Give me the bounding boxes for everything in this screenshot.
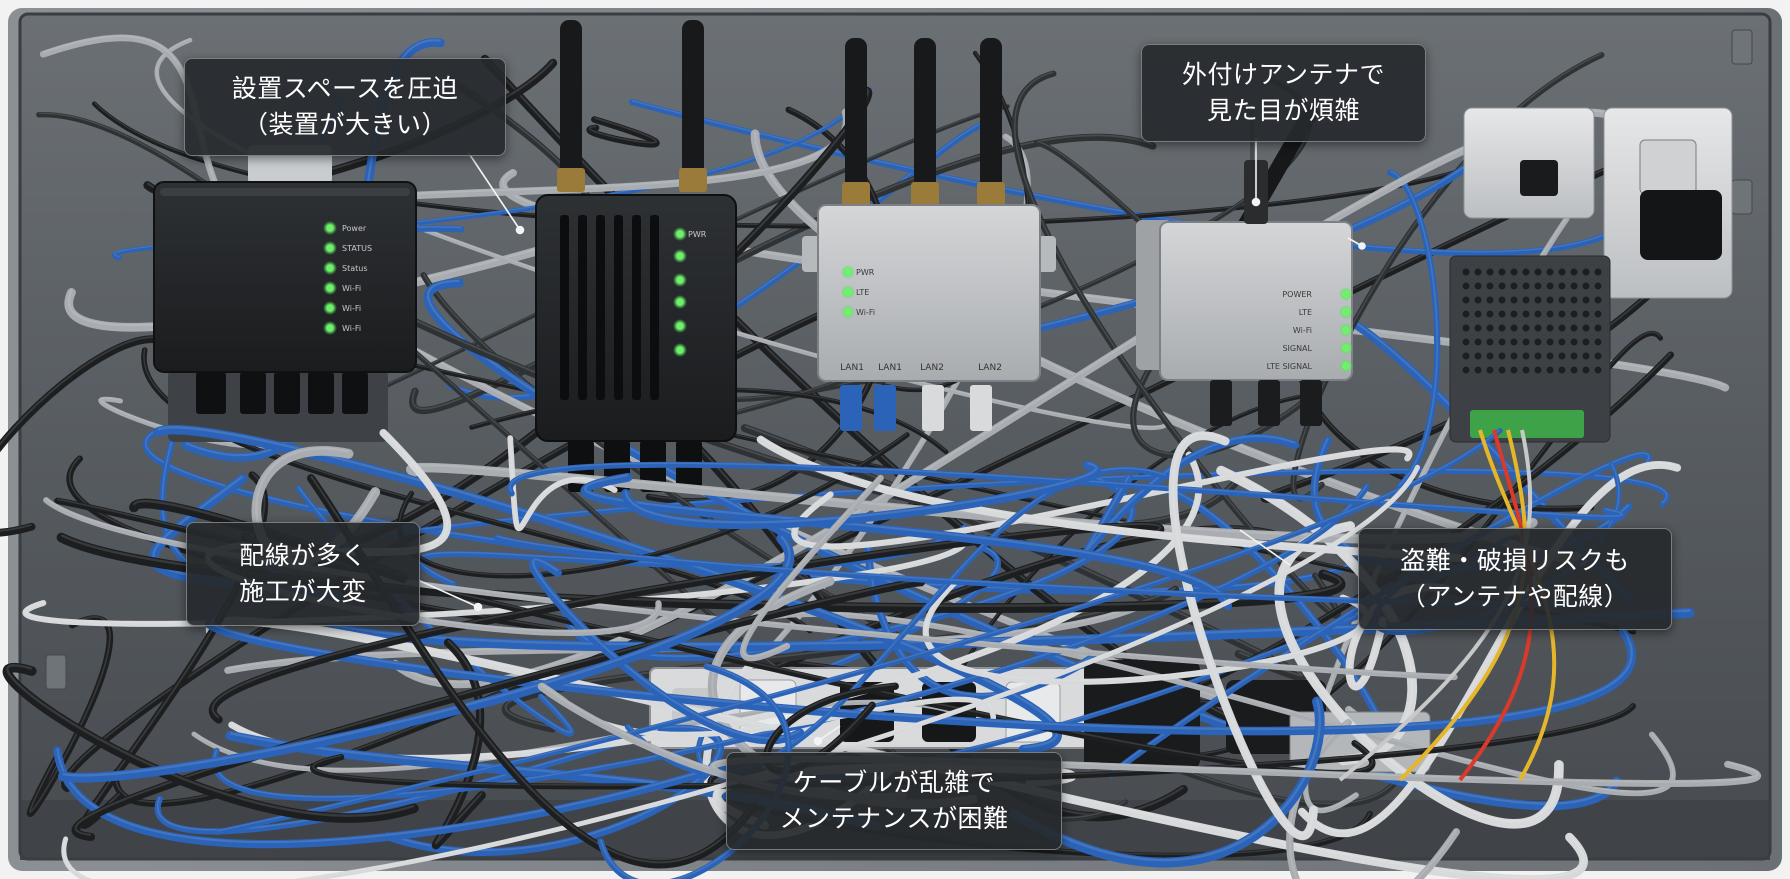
callout-line: 設置スペースを圧迫 (231, 74, 459, 103)
callout-leaders (417, 138, 1366, 746)
callout-external-antenna: 外付けアンテナで 見た目が煩雑 (1141, 44, 1426, 142)
cable (586, 116, 660, 148)
led-label: Power (342, 224, 367, 233)
led-label: PWR (856, 268, 875, 277)
cable (528, 557, 805, 745)
cable (1274, 521, 1564, 829)
led-label: LTE SIGNAL (1267, 362, 1313, 371)
callout-line: 外付けアンテナで (1181, 60, 1385, 89)
cable (43, 497, 1458, 681)
cable (211, 483, 1370, 802)
cable (61, 464, 1420, 879)
wall-outlets (1449, 107, 1733, 443)
cable (22, 530, 969, 627)
cable (732, 611, 1676, 797)
led-label: POWER (1282, 290, 1312, 299)
led-label: PWR (688, 230, 707, 239)
cable (72, 578, 926, 842)
cable (214, 428, 1503, 835)
led-label: Status (342, 264, 368, 273)
led-label: SIGNAL (1282, 344, 1312, 353)
callout-line: 施工が大変 (239, 577, 367, 606)
gray-lte-router: PWR LTE Wi-Fi LAN1 LAN1 LAN2 LAN2 (802, 38, 1056, 431)
cable (507, 435, 618, 532)
port-label: LAN1 (878, 363, 902, 373)
cable (209, 522, 1164, 724)
cable (91, 101, 1461, 229)
callout-theft-risk: 盗難・破損リスクも （アンテナや配線） (1358, 528, 1672, 630)
cable (1168, 431, 1318, 840)
cable (57, 533, 795, 783)
cable (1082, 434, 1300, 557)
cable (1387, 169, 1441, 490)
cable (1009, 696, 1325, 868)
callout-wiring-hard: 配線が多く 施工が大変 (186, 522, 420, 626)
center-router: PWR (535, 20, 737, 492)
callout-line: （アンテナや配線） (1400, 582, 1630, 611)
cable (791, 446, 1413, 550)
led-label: Wi-Fi (1293, 326, 1312, 335)
cable (191, 699, 954, 773)
led-label: Wi-Fi (342, 324, 361, 333)
cable (621, 461, 1101, 530)
callout-line: 盗難・破損リスクも (1400, 546, 1630, 575)
cable (0, 335, 183, 537)
port-label: LAN1 (840, 363, 864, 373)
callout-space-pressure: 設置スペースを圧迫 （装置が大きい） (184, 58, 506, 156)
cable (1216, 465, 1418, 766)
cable (423, 278, 1622, 811)
led-label: Wi-Fi (342, 284, 361, 293)
led-label: STATUS (342, 244, 372, 253)
led-label: Wi-Fi (856, 308, 875, 317)
callout-line: メンテナンスが困難 (779, 804, 1009, 833)
port-label: LAN2 (920, 363, 944, 373)
cable (507, 461, 1626, 521)
callout-line: 配線が多く (239, 541, 367, 570)
callout-line: ケーブルが乱雑で (792, 768, 996, 797)
led-label: Wi-Fi (342, 304, 361, 313)
led-label: LTE (856, 288, 869, 297)
cable (2, 662, 419, 823)
cable (204, 619, 1636, 736)
cable (112, 87, 873, 261)
callout-cable-mess: ケーブルが乱雑で メンテナンスが困難 (726, 752, 1062, 850)
callout-line: 見た目が煩雑 (1206, 96, 1360, 125)
callout-line: （装置が大きい） (242, 110, 447, 139)
cable (740, 474, 884, 662)
port-label: LAN2 (978, 363, 1002, 373)
led-label: LTE (1299, 308, 1312, 317)
